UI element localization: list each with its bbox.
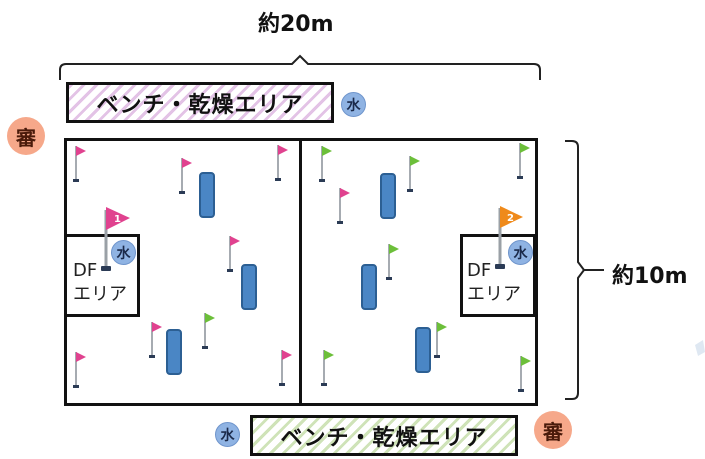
flag-8	[202, 313, 215, 349]
flag-12	[337, 188, 350, 224]
df-area-left-label-line2: エリア	[73, 284, 127, 305]
df-area-left-label-line1: DF	[73, 260, 98, 281]
water-marker-top: 水	[341, 92, 366, 117]
goal-6	[415, 327, 431, 373]
flag-9	[319, 146, 332, 182]
bench-drying-area-bottom: ベンチ・乾燥エリア	[250, 415, 518, 456]
df-area-right-label-line1: DF	[467, 260, 492, 281]
flag-10	[407, 156, 420, 192]
flag-4	[227, 236, 240, 272]
goal-5	[361, 264, 377, 310]
df-area-left	[64, 234, 140, 317]
width-label: 約20m	[258, 12, 334, 37]
flag-7	[279, 350, 292, 386]
flag-5	[149, 322, 162, 358]
flag-15	[321, 350, 334, 386]
large-flag-1	[101, 207, 130, 271]
edge-decoration	[695, 340, 705, 356]
flag-3	[275, 145, 288, 181]
large-flag-2	[495, 206, 523, 269]
flag-1	[73, 146, 86, 182]
referee-marker-top-left: 審	[7, 117, 45, 155]
flag-6	[73, 352, 86, 388]
goal-1	[199, 172, 215, 218]
goal-2	[241, 264, 257, 310]
large-flag-2-number: 2	[507, 213, 514, 224]
referee-marker-bottom-right: 審	[534, 411, 572, 449]
flag-16	[518, 356, 531, 392]
flag-2	[179, 158, 192, 194]
goal-3	[166, 329, 182, 375]
water-marker-df-right: 水	[508, 240, 533, 265]
flag-14	[434, 322, 447, 358]
df-area-right	[460, 234, 536, 317]
flag-13	[386, 244, 399, 280]
large-flag-1-number: 1	[114, 214, 121, 225]
df-area-right-label-line2: エリア	[467, 284, 521, 305]
goal-4	[380, 173, 396, 219]
center-line	[299, 138, 302, 406]
water-marker-df-left: 水	[111, 240, 136, 265]
water-marker-bottom: 水	[215, 422, 240, 447]
height-label: 約10m	[612, 264, 688, 289]
flag-11	[517, 143, 530, 179]
bench-drying-area-top: ベンチ・乾燥エリア	[66, 82, 334, 123]
width-bracket	[59, 54, 541, 80]
